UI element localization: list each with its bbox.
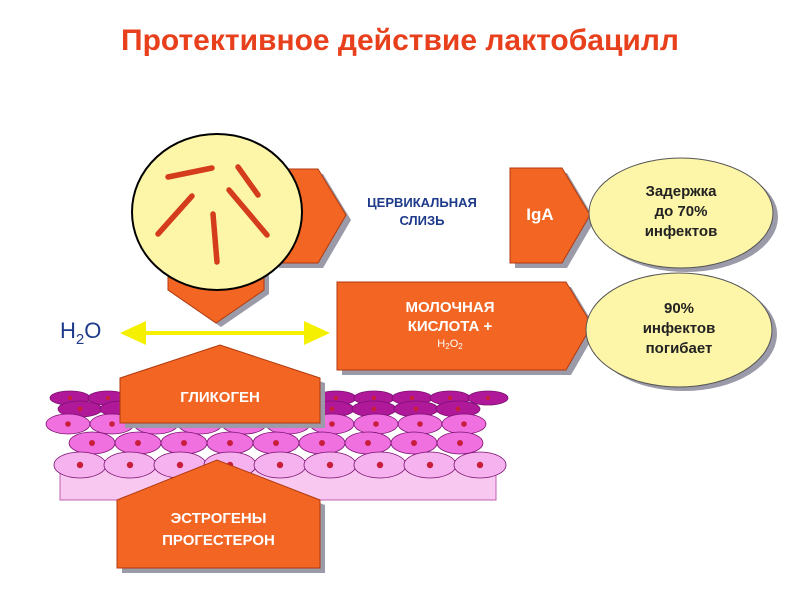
cell-nucleus [109, 421, 115, 427]
h2o2-formula: H2O2 [437, 338, 463, 351]
cell-nucleus [371, 395, 377, 401]
lactic-acid-label: МОЛОЧНАЯ КИСЛОТА + H2O2 [345, 298, 555, 353]
cell-nucleus [77, 406, 83, 412]
cervical-mucus-label: ЦЕРВИКАЛЬНАЯ СЛИЗЬ [367, 195, 477, 228]
cell-nucleus [65, 421, 71, 427]
cell-nucleus [447, 395, 453, 401]
cell-nucleus [409, 395, 415, 401]
h2o-label: H2O [60, 318, 102, 348]
cell-nucleus [227, 440, 233, 446]
cell-nucleus [417, 421, 423, 427]
delay-ellipse [588, 157, 778, 272]
page-title: Протективное действие лактобацилл [121, 24, 679, 57]
die-ellipse [585, 272, 777, 391]
delay-label: Задержка до 70% инфектов [644, 183, 718, 240]
bacterium [235, 164, 261, 198]
bacterium [165, 165, 215, 180]
cell-nucleus [376, 461, 384, 469]
cell-nucleus [89, 440, 95, 446]
glycogen-box [119, 344, 325, 428]
cell-nucleus [126, 461, 134, 469]
cell-nucleus [371, 406, 377, 412]
cell-nucleus [67, 395, 73, 401]
cell-nucleus [373, 421, 379, 427]
estrogen-box [116, 459, 325, 573]
cell-nucleus [135, 440, 141, 446]
die-label: 90% инфектов погибает [642, 300, 716, 357]
cell-nucleus [76, 461, 84, 469]
cell-nucleus [105, 395, 111, 401]
cell-nucleus [457, 440, 463, 446]
lactobacilli-ellipse [131, 133, 303, 291]
cell-nucleus [329, 406, 335, 412]
h2o-double-arrow [120, 321, 330, 345]
cell-nucleus [329, 421, 335, 427]
cell-nucleus [326, 461, 334, 469]
bacterium [155, 193, 195, 237]
cell-nucleus [411, 440, 417, 446]
estrogen-label: ЭСТРОГЕНЫ ПРОГЕСТЕРОН [162, 510, 275, 549]
cell-nucleus [485, 395, 491, 401]
iga-box [509, 167, 595, 268]
cell-nucleus [276, 461, 284, 469]
glycogen-label: ГЛИКОГЕН [180, 389, 260, 406]
bacterium [210, 211, 220, 265]
cell-nucleus [181, 440, 187, 446]
cell-nucleus [461, 421, 467, 427]
cell-nucleus [319, 440, 325, 446]
cell-nucleus [365, 440, 371, 446]
cell-nucleus [426, 461, 434, 469]
cell-nucleus [273, 440, 279, 446]
bacterium [226, 187, 270, 238]
iga-label: IgA [526, 205, 554, 224]
cell-nucleus [176, 461, 184, 469]
cell-nucleus [455, 406, 461, 412]
cell-nucleus [333, 395, 339, 401]
cell-nucleus [413, 406, 419, 412]
lactic-acid-box [336, 281, 597, 375]
cell-nucleus [476, 461, 484, 469]
